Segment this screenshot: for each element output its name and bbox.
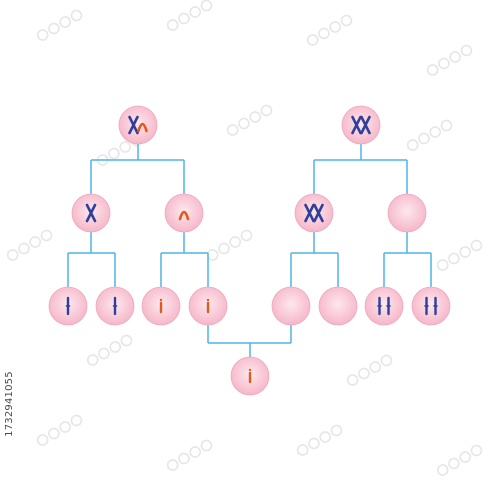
cell-gamete-left-y bbox=[164, 193, 204, 233]
x-chromatid-icon bbox=[65, 296, 71, 316]
cell-body bbox=[364, 286, 404, 326]
x-chromatid-icon bbox=[386, 296, 391, 316]
cell-gamete-right-empty bbox=[387, 193, 427, 233]
x-chromatid-icon bbox=[377, 296, 382, 316]
cell-body bbox=[271, 286, 311, 326]
y-chromosome-icon bbox=[178, 210, 190, 221]
cell-nodes bbox=[48, 105, 451, 396]
cell-daughter-empty-1 bbox=[364, 286, 404, 326]
x-chromosome-icon bbox=[128, 115, 139, 135]
watermark-mark bbox=[86, 334, 133, 366]
watermark-mark bbox=[306, 14, 353, 46]
watermark-pattern bbox=[6, 0, 483, 476]
cell-body bbox=[118, 105, 158, 145]
cell-body bbox=[341, 105, 381, 145]
y-chromatid-icon bbox=[206, 298, 210, 314]
x-chromosome-icon bbox=[304, 203, 315, 223]
x-chromosome-icon bbox=[351, 115, 362, 135]
x-chromosome-icon bbox=[85, 203, 97, 223]
x-chromosome-icon bbox=[313, 203, 324, 223]
watermark-mark bbox=[346, 354, 393, 386]
cell-body bbox=[411, 286, 451, 326]
cell-body bbox=[318, 286, 358, 326]
watermark-mark bbox=[36, 414, 83, 446]
y-chromosome-icon bbox=[137, 122, 148, 133]
cell-daughter-empty-2 bbox=[411, 286, 451, 326]
image-id-watermark: 1732941055 bbox=[4, 371, 15, 437]
watermark-mark bbox=[436, 239, 483, 271]
cell-daughter-x-2 bbox=[95, 286, 135, 326]
watermark-mark bbox=[406, 119, 453, 151]
watermark-mark bbox=[226, 104, 273, 136]
watermark-mark bbox=[296, 424, 343, 456]
cell-gamete-left-x bbox=[71, 193, 111, 233]
x-chromatid-icon bbox=[433, 296, 438, 316]
cell-daughter-xx-1 bbox=[271, 286, 311, 326]
cell-daughter-y-1 bbox=[141, 286, 181, 326]
cell-daughter-xx-2 bbox=[318, 286, 358, 326]
cell-daughter-y-2 bbox=[188, 286, 228, 326]
watermark-mark bbox=[436, 444, 483, 476]
cell-body bbox=[294, 193, 334, 233]
watermark-mark bbox=[166, 0, 213, 31]
watermark-mark bbox=[6, 229, 53, 261]
x-chromatid-icon bbox=[424, 296, 429, 316]
watermark-mark bbox=[36, 9, 83, 41]
y-chromatid-icon bbox=[159, 298, 163, 314]
cell-gamete-right-xx bbox=[294, 193, 334, 233]
x-chromosome-icon bbox=[360, 115, 371, 135]
watermark-mark bbox=[426, 44, 473, 76]
cell-parent-right bbox=[341, 105, 381, 145]
watermark-mark bbox=[166, 439, 213, 471]
x-chromatid-icon bbox=[112, 296, 118, 316]
cell-daughter-x-1 bbox=[48, 286, 88, 326]
y-chromatid-icon bbox=[248, 368, 252, 384]
connector-lines bbox=[67, 144, 432, 357]
watermark-mark bbox=[206, 229, 253, 261]
cell-zygote bbox=[230, 356, 270, 396]
cell-body bbox=[387, 193, 427, 233]
cell-parent-left bbox=[118, 105, 158, 145]
